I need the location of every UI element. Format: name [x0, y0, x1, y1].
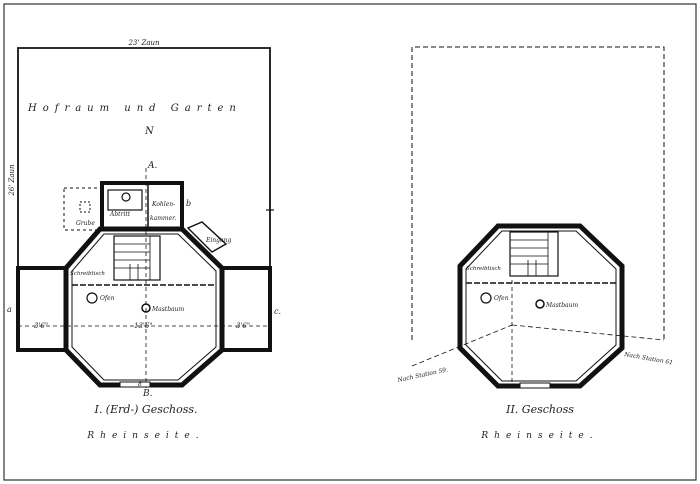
kammer-label: kammer.	[150, 215, 176, 222]
octagon-inner	[71, 233, 217, 381]
upper-stair-treads	[510, 232, 549, 276]
section-b-label: b	[186, 199, 191, 208]
upper-ofen-label: Ofen	[494, 295, 509, 302]
sheet-border	[3, 3, 697, 481]
upper-floor-title: II. Geschoss	[505, 403, 574, 416]
grube-label: Grube	[76, 220, 95, 227]
ground-floor-side: Rheinseite.	[86, 431, 204, 441]
fence-outline	[17, 47, 271, 268]
upper-mastbaum-circle	[535, 299, 545, 309]
north-label: N	[144, 126, 155, 137]
staircase	[113, 235, 161, 281]
kohlen-label: Kohlen-	[151, 201, 175, 208]
station-line-right	[511, 324, 665, 341]
grube-pit	[79, 201, 91, 213]
station-left-label: Nach Station 59.	[396, 366, 449, 384]
dim-left-label: 3'6"	[34, 322, 48, 330]
upper-octagon-inner	[465, 230, 617, 382]
wing-right	[220, 266, 272, 352]
abtritt-seat	[121, 192, 131, 202]
upper-staircase	[509, 231, 559, 277]
grube-outline	[63, 187, 103, 231]
stair-treads	[114, 236, 151, 280]
upper-ofen-circle	[480, 292, 492, 304]
upper-schreibtisch-label: Schreibtisch	[466, 266, 501, 272]
ground-floor-title: I. (Erd-) Geschoss.	[93, 403, 197, 416]
station-line-left	[411, 324, 513, 367]
plan-ground-floor	[16, 47, 274, 388]
plan-upper-floor	[411, 46, 665, 389]
upper-octagon-walls	[457, 223, 625, 389]
section-bb-label: B.	[142, 389, 153, 399]
dim-right-label: 3'6"	[236, 322, 250, 330]
ofen-circle	[86, 292, 98, 304]
wing-left	[16, 266, 68, 352]
yard-label: Hofraum und Garten	[27, 103, 242, 114]
upper-window-bottom	[519, 382, 551, 389]
section-a-side-label: a	[7, 305, 12, 314]
octagon-walls	[63, 226, 225, 388]
entrance-door	[186, 221, 228, 253]
dim-bottom-label: 8'	[138, 381, 144, 388]
ofen-label: Ofen	[100, 295, 115, 302]
fence-top-label: 23' Zaun	[127, 39, 160, 47]
upper-dashed-outline	[411, 46, 665, 340]
eingang-label: Eingang	[205, 237, 231, 244]
section-c-label: c.	[274, 307, 281, 316]
schreibtisch-label: Schreibtisch	[70, 271, 105, 277]
abtritt-room	[107, 189, 143, 211]
upper-mastbaum-label: Mastbaum	[545, 302, 578, 309]
fence-side-label: 26' Zaun	[8, 164, 16, 197]
mastbaum-label: Mastbaum	[151, 306, 184, 313]
upper-floor-side: Rheinseite.	[480, 431, 598, 441]
mastbaum-circle	[141, 303, 151, 313]
station-right-label: Nach Station 61	[623, 351, 674, 367]
dim-mid-label: 13'6"	[134, 322, 153, 330]
window-bottom	[119, 381, 151, 388]
section-a-label: A.	[147, 161, 157, 171]
abtritt-label: Abtritt	[109, 211, 131, 218]
